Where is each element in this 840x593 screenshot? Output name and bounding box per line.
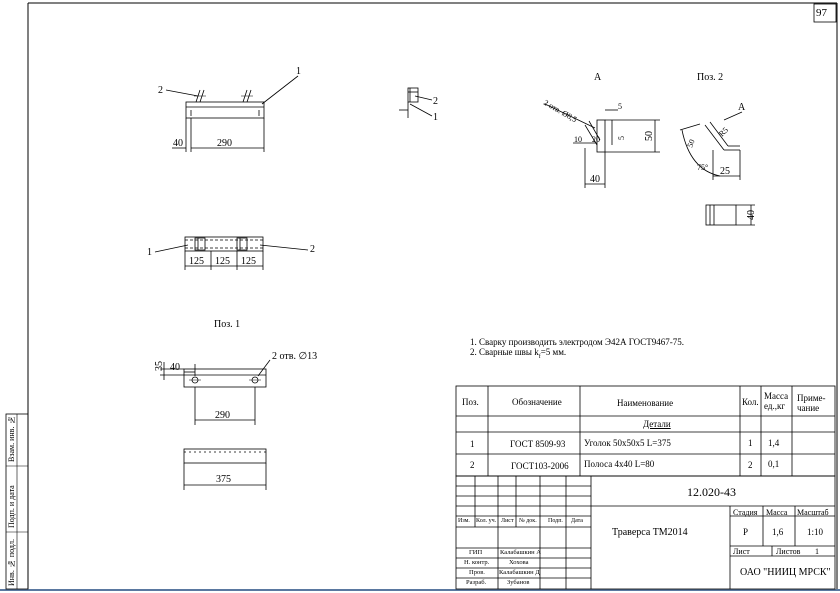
spec-header-name: Наименование xyxy=(617,398,674,408)
col-head-date: Дата xyxy=(571,518,583,524)
holes-label: 2 отв. ∅13 xyxy=(272,351,317,362)
view-arrow-a: А xyxy=(738,102,746,113)
note-2: 2. Сварные швы kf=5 мм. xyxy=(470,347,566,360)
role-gip: ГИП xyxy=(469,549,483,556)
pos1-title: Поз. 1 xyxy=(214,319,240,330)
spec-header-mass-2: ед.,кг xyxy=(764,401,786,411)
spec-header-note-2: чание xyxy=(797,403,820,413)
assembly-front-view xyxy=(154,236,309,270)
sheet-label: Лист xyxy=(733,547,750,556)
dim-290: 290 xyxy=(215,410,230,421)
spec-header-mass-1: Масса xyxy=(764,391,789,401)
callout-2: 2 xyxy=(158,85,163,96)
dim-25: 25 xyxy=(720,166,730,177)
dim-angle: 75° xyxy=(697,163,708,172)
document-code: 12.020-43 xyxy=(687,485,736,499)
role-norm-control-name: Хохова xyxy=(509,559,529,566)
role-developer: Разраб. xyxy=(466,579,487,586)
spec-header-designation: Обозначение xyxy=(512,397,562,407)
side-view xyxy=(399,87,433,118)
spec-row-1-qty: 1 xyxy=(748,438,753,448)
note-1: 1. Сварку производить электродом Э42А ГО… xyxy=(470,337,685,347)
callout-1: 1 xyxy=(147,247,152,258)
spec-header-qty: Кол. xyxy=(742,397,759,407)
dim-20: 20 xyxy=(592,135,600,144)
dim-40: 40 xyxy=(590,174,600,185)
pos2-view xyxy=(679,111,755,226)
side-label-sign-date: Подп. и дата xyxy=(7,485,16,528)
callout-2: 2 xyxy=(310,244,315,255)
role-developer-name: Зубанов xyxy=(507,579,530,586)
col-head-docno: № док. xyxy=(519,518,537,524)
dim-r5: R5 xyxy=(717,125,730,138)
spec-row-2-qty: 2 xyxy=(748,460,753,470)
note-2-text: 2. Сварные швы k xyxy=(470,347,539,357)
stage-label: Стадия xyxy=(733,508,758,517)
callout-2: 2 xyxy=(433,96,438,107)
dim-125: 125 xyxy=(241,256,256,267)
scale-value: 1:10 xyxy=(807,527,824,537)
sheets-value: 1 xyxy=(815,547,819,556)
dim-290: 290 xyxy=(217,138,232,149)
organization: ОАО "НИИЦ МРСК" xyxy=(740,567,831,578)
note-2-sub: f xyxy=(538,353,541,360)
dim-40: 40 xyxy=(173,138,183,149)
spec-row-1-mass: 1,4 xyxy=(768,438,780,448)
dim-375: 375 xyxy=(216,474,231,485)
dim-5: 5 xyxy=(617,136,626,140)
assembly-top-view xyxy=(165,75,299,152)
spec-header-pos: Поз. xyxy=(462,397,479,407)
sheets-label: Листов xyxy=(776,547,801,556)
spec-row-1-pos: 1 xyxy=(470,439,475,449)
spec-row-2-designation: ГОСТ103-2006 xyxy=(511,461,569,471)
col-head-qty: Кол. уч. xyxy=(476,518,497,524)
dim-40: 40 xyxy=(746,210,757,220)
dim-50: 50 xyxy=(644,131,655,141)
col-head-sheet: Лист xyxy=(501,518,514,524)
dim-40: 40 xyxy=(170,362,180,373)
spec-table xyxy=(455,385,836,477)
scale-label: Масштаб xyxy=(797,508,829,517)
spec-row-2-pos: 2 xyxy=(470,460,475,470)
pos2-title: Поз. 2 xyxy=(697,72,723,83)
dim-125: 125 xyxy=(215,256,230,267)
title-block xyxy=(455,475,836,590)
pos1-view xyxy=(160,359,271,490)
mass-value: 1,6 xyxy=(772,527,784,537)
spec-row-1-designation: ГОСТ 8509-93 xyxy=(510,439,566,449)
col-head-sign: Подп. xyxy=(548,518,563,524)
role-checked: Пров. xyxy=(469,569,485,576)
callout-1: 1 xyxy=(433,112,438,123)
spec-row-2-mass: 0,1 xyxy=(768,459,780,469)
role-norm-control: Н. контр. xyxy=(464,559,490,566)
view-a xyxy=(544,103,660,188)
dim-50: 50 xyxy=(685,138,696,149)
dim-35: 35 xyxy=(154,361,165,371)
dim-5: 5 xyxy=(618,102,622,111)
sheet-number: 97 xyxy=(816,7,827,19)
side-label-inv-orig: Инв. № подл. xyxy=(7,539,16,586)
holes-label: 2 отв. Ø8,5 xyxy=(542,98,579,124)
col-head-change: Изм. xyxy=(458,518,470,524)
view-a-title: А xyxy=(594,72,602,83)
mass-label: Масса xyxy=(766,508,788,517)
stage-value: Р xyxy=(743,527,749,537)
document-name: Траверса ТМ2014 xyxy=(612,527,688,538)
spec-section: Детали xyxy=(643,419,671,429)
role-checked-name: Калабашкин Д xyxy=(499,569,540,576)
spec-row-1-name: Уголок 50х50х5 L=375 xyxy=(584,438,671,448)
spec-header-note-1: Приме- xyxy=(797,393,826,403)
note-2-tail: =5 мм. xyxy=(540,347,567,357)
spec-row-2-name: Полоса 4х40 L=80 xyxy=(584,459,655,469)
callout-1: 1 xyxy=(296,66,301,77)
side-label-inv-replace: Взам. инв. № xyxy=(7,415,16,462)
dim-10: 10 xyxy=(574,135,582,144)
role-gip-name: Калабашкин А xyxy=(500,549,541,556)
dim-125: 125 xyxy=(189,256,204,267)
